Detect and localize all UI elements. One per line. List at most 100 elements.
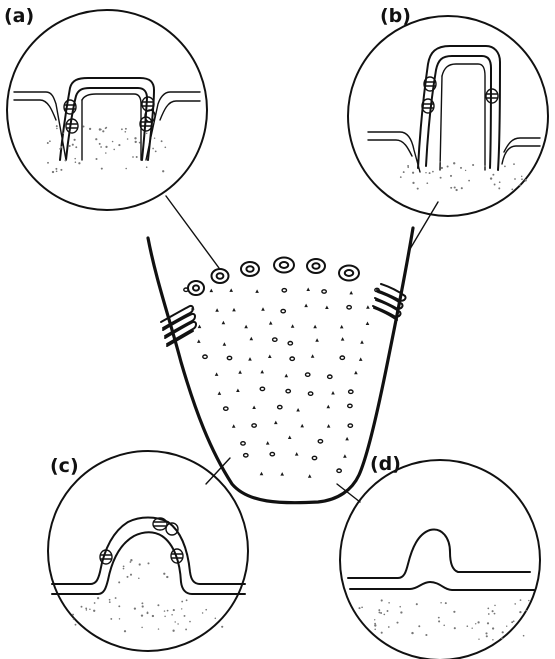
filiform-papilla — [222, 321, 226, 325]
filiform-papilla — [269, 321, 273, 325]
fungiform-papilla — [318, 440, 322, 443]
filiform-papilla — [260, 370, 264, 374]
filiform-papilla — [232, 424, 236, 428]
circumvallate-papilla — [241, 262, 259, 276]
filiform-papilla — [288, 436, 292, 440]
circumvallate-papilla-core — [246, 266, 253, 272]
circumvallate-papilla-core — [345, 270, 353, 276]
filiform-papilla — [345, 437, 349, 441]
fungiform-papilla — [290, 357, 294, 360]
filiform-papilla — [197, 339, 201, 343]
filiform-papilla — [260, 472, 264, 476]
fungiform-papilla — [312, 456, 316, 459]
fungiform-papilla — [348, 424, 352, 427]
circumvallate-papilla-core — [217, 273, 224, 279]
filiform-papilla — [244, 325, 248, 329]
fungiform-papilla — [241, 442, 245, 445]
filiform-papilla — [238, 370, 242, 374]
filiform-papilla — [250, 337, 254, 341]
filiform-papilla — [366, 305, 370, 309]
filiform-papilla — [340, 325, 344, 329]
fungiform-papilla — [288, 342, 292, 345]
circumvallate-papillae — [188, 258, 359, 296]
circumvallate-papilla — [339, 266, 359, 281]
filiform-papilla — [280, 472, 284, 476]
circumvallate-papilla-core — [193, 285, 199, 290]
filiform-papilla — [210, 289, 214, 293]
panel-c-circle — [48, 451, 248, 651]
fungiform-papilla — [224, 407, 228, 410]
filiform-papilla — [313, 325, 317, 329]
circumvallate-papilla-core — [312, 263, 319, 269]
filiform-papilla — [331, 391, 335, 395]
filiform-papilla — [274, 421, 278, 425]
filiform-papilla — [285, 374, 289, 378]
fungiform-papilla — [349, 390, 353, 393]
circumvallate-papilla — [212, 269, 229, 283]
filiform-papilla — [296, 408, 300, 412]
filiform-papilla — [248, 357, 252, 361]
filiform-papilla — [236, 389, 240, 393]
fungiform-papilla — [347, 306, 351, 309]
filiform-papilla — [341, 337, 345, 341]
filiform-papilla — [295, 452, 299, 456]
filiform-papilla — [306, 288, 310, 292]
fungiform-papilla — [348, 404, 352, 407]
filiform-papilla — [255, 289, 259, 293]
panel-d-label: (d) — [370, 453, 401, 475]
fungiform-papilla — [278, 405, 282, 408]
fungiform-papilla — [244, 454, 248, 457]
fungiform-papilla — [203, 355, 207, 358]
connector-b — [410, 202, 438, 249]
fungiform-papilla — [306, 373, 310, 376]
filiform-papilla — [229, 288, 233, 292]
filiform-papilla — [300, 424, 304, 428]
filiform-papilla — [343, 454, 347, 458]
fungiform-papilla — [340, 356, 344, 359]
circumvallate-papilla — [188, 281, 204, 295]
panel-a: (a) — [4, 5, 207, 210]
circumvallate-papilla — [307, 259, 325, 273]
fungiform-papilla — [286, 389, 290, 392]
filiform-papilla — [198, 325, 202, 329]
filiform-papilla — [291, 324, 295, 328]
panel-c: (c) — [48, 451, 248, 651]
fungiform-papilla — [322, 290, 326, 293]
fungiform-papilla — [184, 288, 188, 291]
filiform-papilla — [223, 342, 227, 346]
panel-c-label: (c) — [50, 455, 79, 477]
panel-d: (d) — [340, 453, 540, 659]
filiform-papilla — [349, 291, 353, 295]
fungiform-papilla — [337, 469, 341, 472]
fungiform-papilla — [308, 392, 312, 395]
filiform-papilla — [232, 308, 236, 312]
fungiform-papilla — [282, 289, 286, 292]
filiform-papilla — [308, 474, 312, 478]
filiform-papilla — [311, 354, 315, 358]
fungiform-papilla — [281, 309, 285, 312]
panel-a-label: (a) — [4, 5, 34, 27]
filiform-papilla — [261, 307, 265, 311]
panel-b: (b) — [348, 5, 548, 216]
fungiform-papilla — [252, 424, 256, 427]
filiform-papilla — [325, 306, 329, 310]
filiform-papilla — [215, 308, 219, 312]
filiform-papilla — [218, 391, 222, 395]
filiform-papilla — [304, 304, 308, 308]
filiform-papilla — [359, 357, 363, 361]
filiform-papilla — [268, 355, 272, 359]
filiform-papilla — [215, 372, 219, 376]
connector-a — [166, 196, 219, 268]
fungiform-papilla — [227, 356, 231, 359]
filiform-papilla — [366, 322, 370, 326]
panel-b-label: (b) — [380, 5, 411, 27]
filiform-papilla — [252, 406, 256, 410]
filiform-papilla — [266, 441, 270, 445]
circumvallate-papilla — [274, 258, 294, 273]
circumvallate-papilla-core — [280, 262, 288, 268]
filiform-papilla — [354, 371, 358, 375]
fungiform-papilla — [260, 387, 264, 390]
panel-d-circle — [340, 460, 540, 659]
fungiform-papilla — [328, 375, 332, 378]
